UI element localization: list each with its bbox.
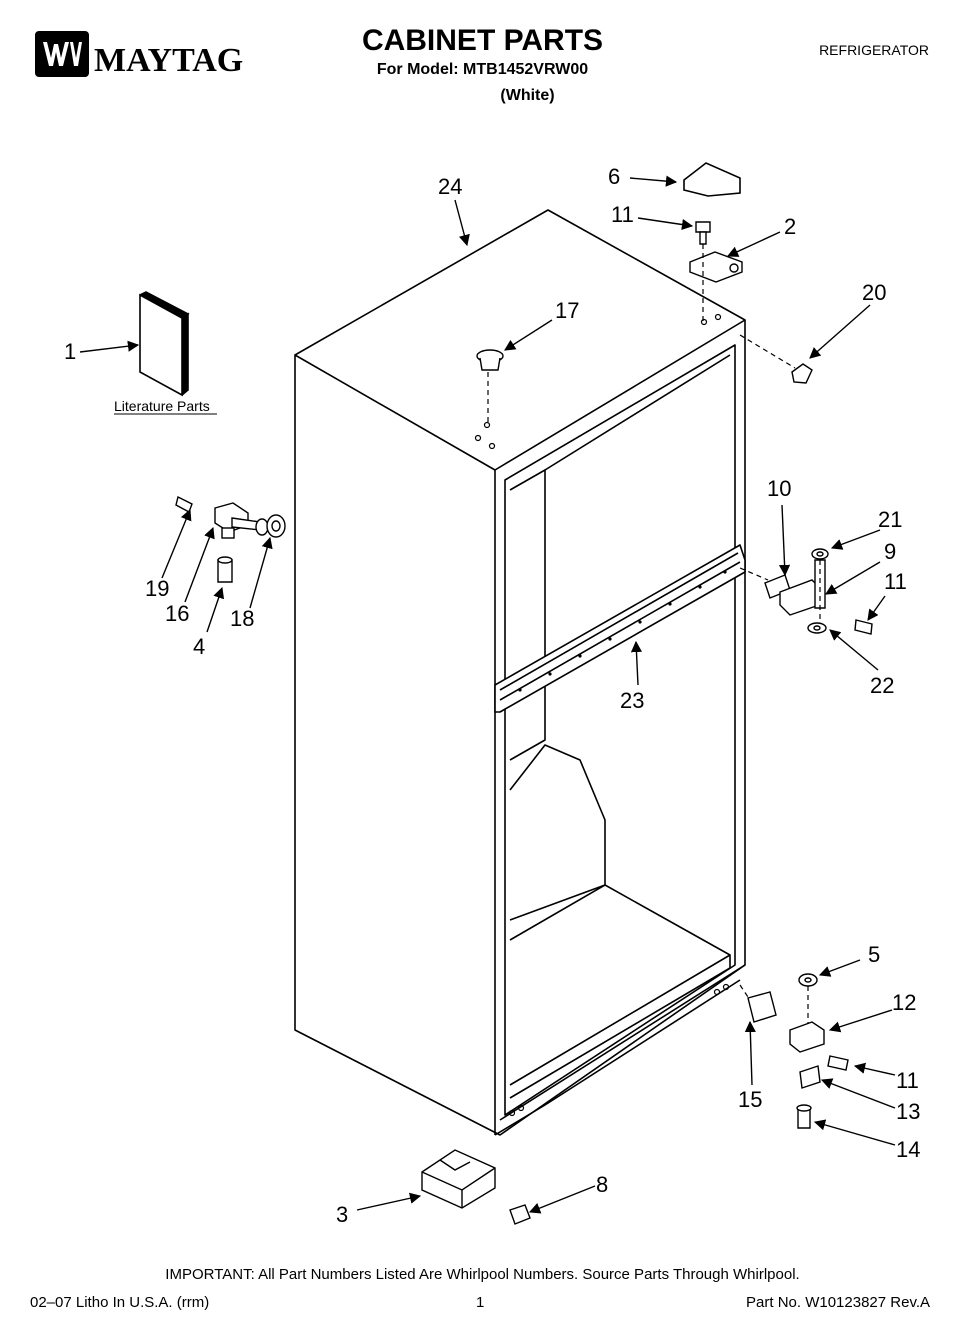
callout-19: 19: [145, 576, 169, 601]
literature-booklet: [139, 291, 190, 397]
leveling-screw: [509, 1204, 531, 1225]
callout-23: 23: [620, 688, 644, 713]
color-label: (White): [500, 87, 555, 104]
top-plug: [476, 349, 504, 371]
middle-hinge-parts: [764, 548, 873, 635]
footer-litho: 02–07 Litho In U.S.A. (rrm): [30, 1294, 210, 1311]
literature-parts-label: Literature Parts: [114, 398, 210, 414]
callout-14: 14: [896, 1137, 920, 1162]
top-hinge-screw: [695, 221, 711, 245]
callout-17: 17: [555, 298, 579, 323]
callout-13: 13: [896, 1099, 920, 1124]
callout-20: 20: [862, 280, 886, 305]
brand-logo: MAYTAG: [34, 30, 243, 78]
callout-8: 8: [596, 1172, 608, 1197]
footer-part-number: Part No. W10123827 Rev.A: [746, 1294, 930, 1311]
hinge-plug: [791, 363, 813, 384]
callout-21: 21: [878, 507, 902, 532]
top-hinge: [689, 251, 743, 283]
callout-11-bottom: 11: [896, 1068, 919, 1093]
hinge-cover: [683, 162, 741, 197]
leveling-leg: [421, 1149, 496, 1209]
callout-4: 4: [193, 634, 205, 659]
page-title: CABINET PARTS: [361, 24, 604, 57]
footer-page-number: 1: [476, 1294, 485, 1311]
callout-9: 9: [884, 539, 896, 564]
callout-15: 15: [738, 1087, 762, 1112]
brand-name: MAYTAG: [94, 42, 244, 79]
callout-2: 2: [784, 214, 796, 239]
callout-16: 16: [165, 601, 189, 626]
footer-important-note: IMPORTANT: All Part Numbers Listed Are W…: [165, 1266, 800, 1283]
callout-1: 1: [64, 339, 76, 364]
callout-10: 10: [767, 476, 791, 501]
callout-11-mid: 11: [884, 569, 907, 594]
callout-22: 22: [870, 673, 894, 698]
callout-24: 24: [438, 174, 462, 199]
center-rail: [494, 544, 746, 713]
category-label: REFRIGERATOR: [819, 42, 929, 58]
bottom-hinge-parts: [747, 973, 849, 1129]
callout-5: 5: [868, 942, 880, 967]
callout-11-top: 11: [611, 202, 634, 227]
callout-6: 6: [608, 164, 620, 189]
maytag-m-icon: [35, 31, 89, 77]
left-door-parts: [175, 495, 286, 583]
callout-18: 18: [230, 606, 254, 631]
callout-3: 3: [336, 1202, 348, 1227]
callout-12: 12: [892, 990, 916, 1015]
model-subtitle: For Model: MTB1452VRW00: [376, 61, 589, 78]
